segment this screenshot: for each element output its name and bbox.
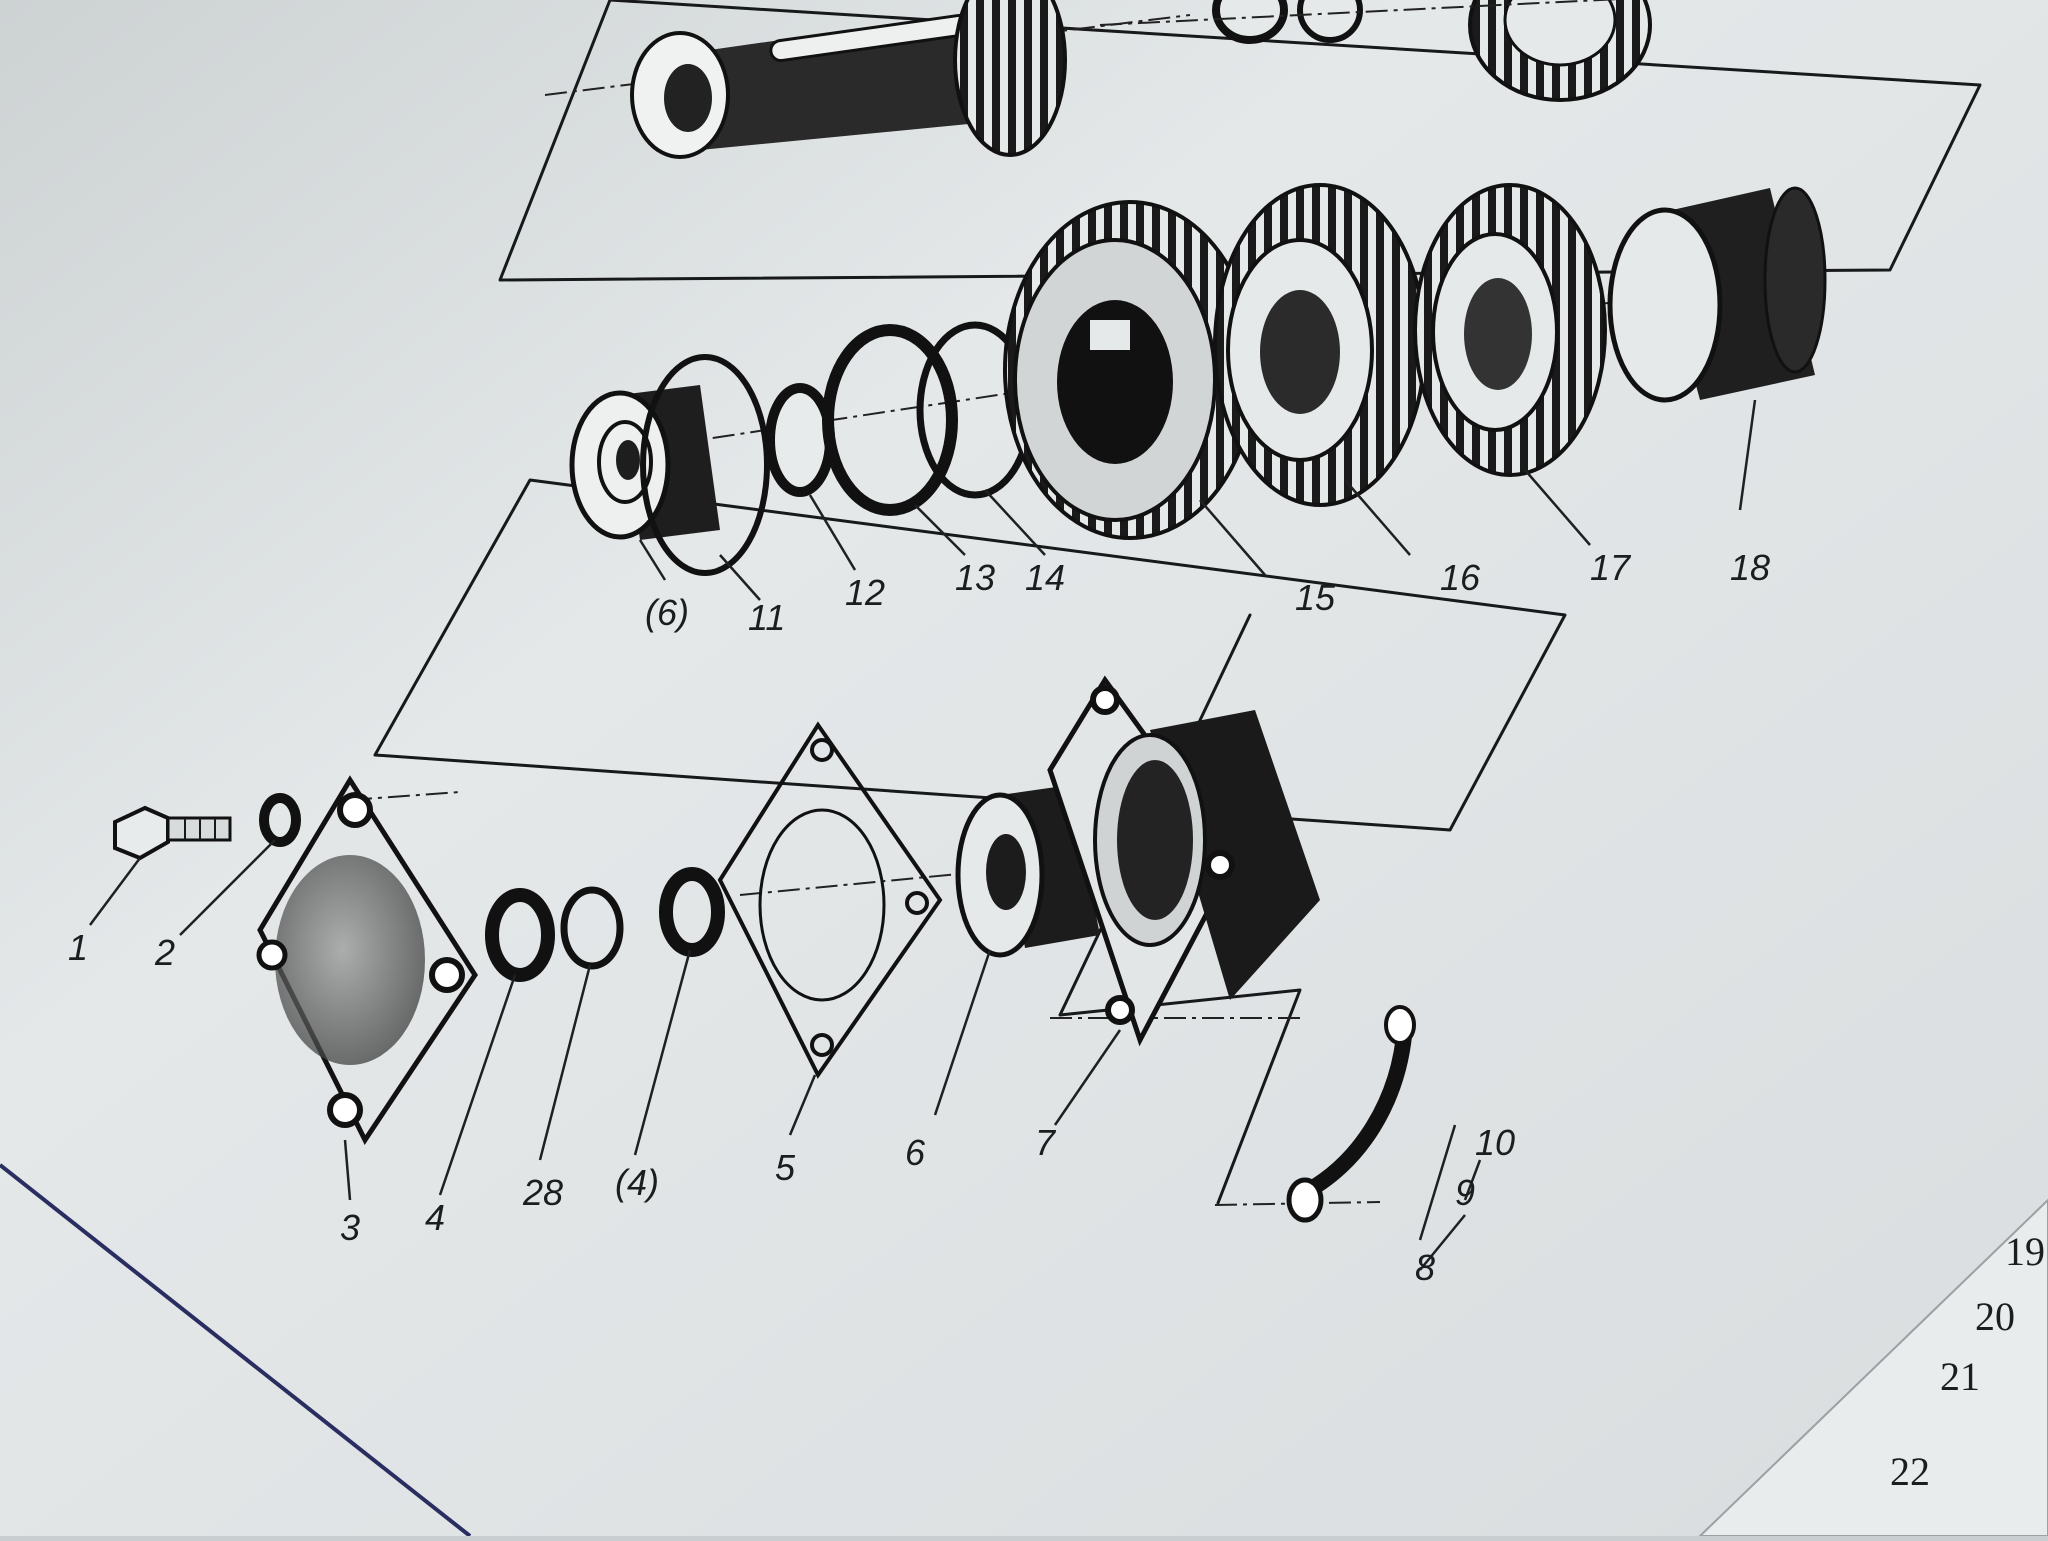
callout-10: 10 [1475, 1122, 1515, 1163]
callout-4: 4 [425, 1197, 445, 1238]
callout-11: 11 [748, 597, 785, 638]
leader-lines [88, 399, 1757, 1271]
page-edge [0, 1163, 472, 1538]
callout-15: 15 [1295, 577, 1336, 618]
facing-page-numbers: 19 20 21 22 [1890, 1229, 2045, 1494]
callout-8: 8 [1415, 1247, 1435, 1288]
middle-gear-assembly [373, 183, 1827, 832]
lower-housing-assembly [113, 613, 1416, 1223]
callout-4-paren: (4) [615, 1162, 659, 1203]
callout-17: 17 [1590, 547, 1632, 588]
callout-1: 1 [68, 927, 88, 968]
callout-28: 28 [522, 1172, 563, 1213]
margin-number-19: 19 [2005, 1229, 2045, 1274]
bearing-housing-7 [1047, 675, 1320, 1047]
gear-16 [1213, 183, 1427, 507]
washer-13 [822, 324, 958, 516]
nut-4 [485, 888, 555, 982]
callout-6: 6 [905, 1132, 926, 1173]
callout-6-paren: (6) [645, 592, 689, 633]
callout-14: 14 [1025, 557, 1065, 598]
callout-5: 5 [775, 1147, 796, 1188]
margin-number-21: 21 [1940, 1354, 1980, 1399]
callout-13: 13 [955, 557, 995, 598]
callout-12: 12 [845, 572, 885, 613]
callout-2: 2 [154, 932, 175, 973]
snap-ring-11 [640, 354, 770, 576]
tab-washer-28 [560, 886, 624, 970]
callout-labels: 1 2 3 4 28 (4) 5 6 7 8 9 10 (6) 11 12 13… [68, 547, 1770, 1288]
lock-washer-2 [259, 793, 301, 847]
gasket-5 [717, 721, 943, 1079]
margin-number-20: 20 [1975, 1294, 2015, 1339]
callout-9: 9 [1455, 1172, 1475, 1213]
callout-3: 3 [340, 1207, 360, 1248]
callout-7: 7 [1035, 1122, 1057, 1163]
end-cover-3 [256, 775, 478, 1145]
spacer-12 [765, 383, 835, 497]
gear-17 [1413, 183, 1607, 477]
needle-bearing-18 [1607, 186, 1827, 403]
bolt-1 [113, 805, 232, 861]
margin-number-22: 22 [1890, 1449, 1930, 1494]
callout-18: 18 [1730, 547, 1770, 588]
upper-shaft-assembly [498, 0, 1982, 282]
nut-4-second [659, 867, 725, 957]
lock-plate-8 [1286, 1005, 1416, 1223]
gear-15 [1003, 200, 1257, 540]
callout-16: 16 [1440, 557, 1481, 598]
bearing-6-lower [955, 785, 1100, 958]
